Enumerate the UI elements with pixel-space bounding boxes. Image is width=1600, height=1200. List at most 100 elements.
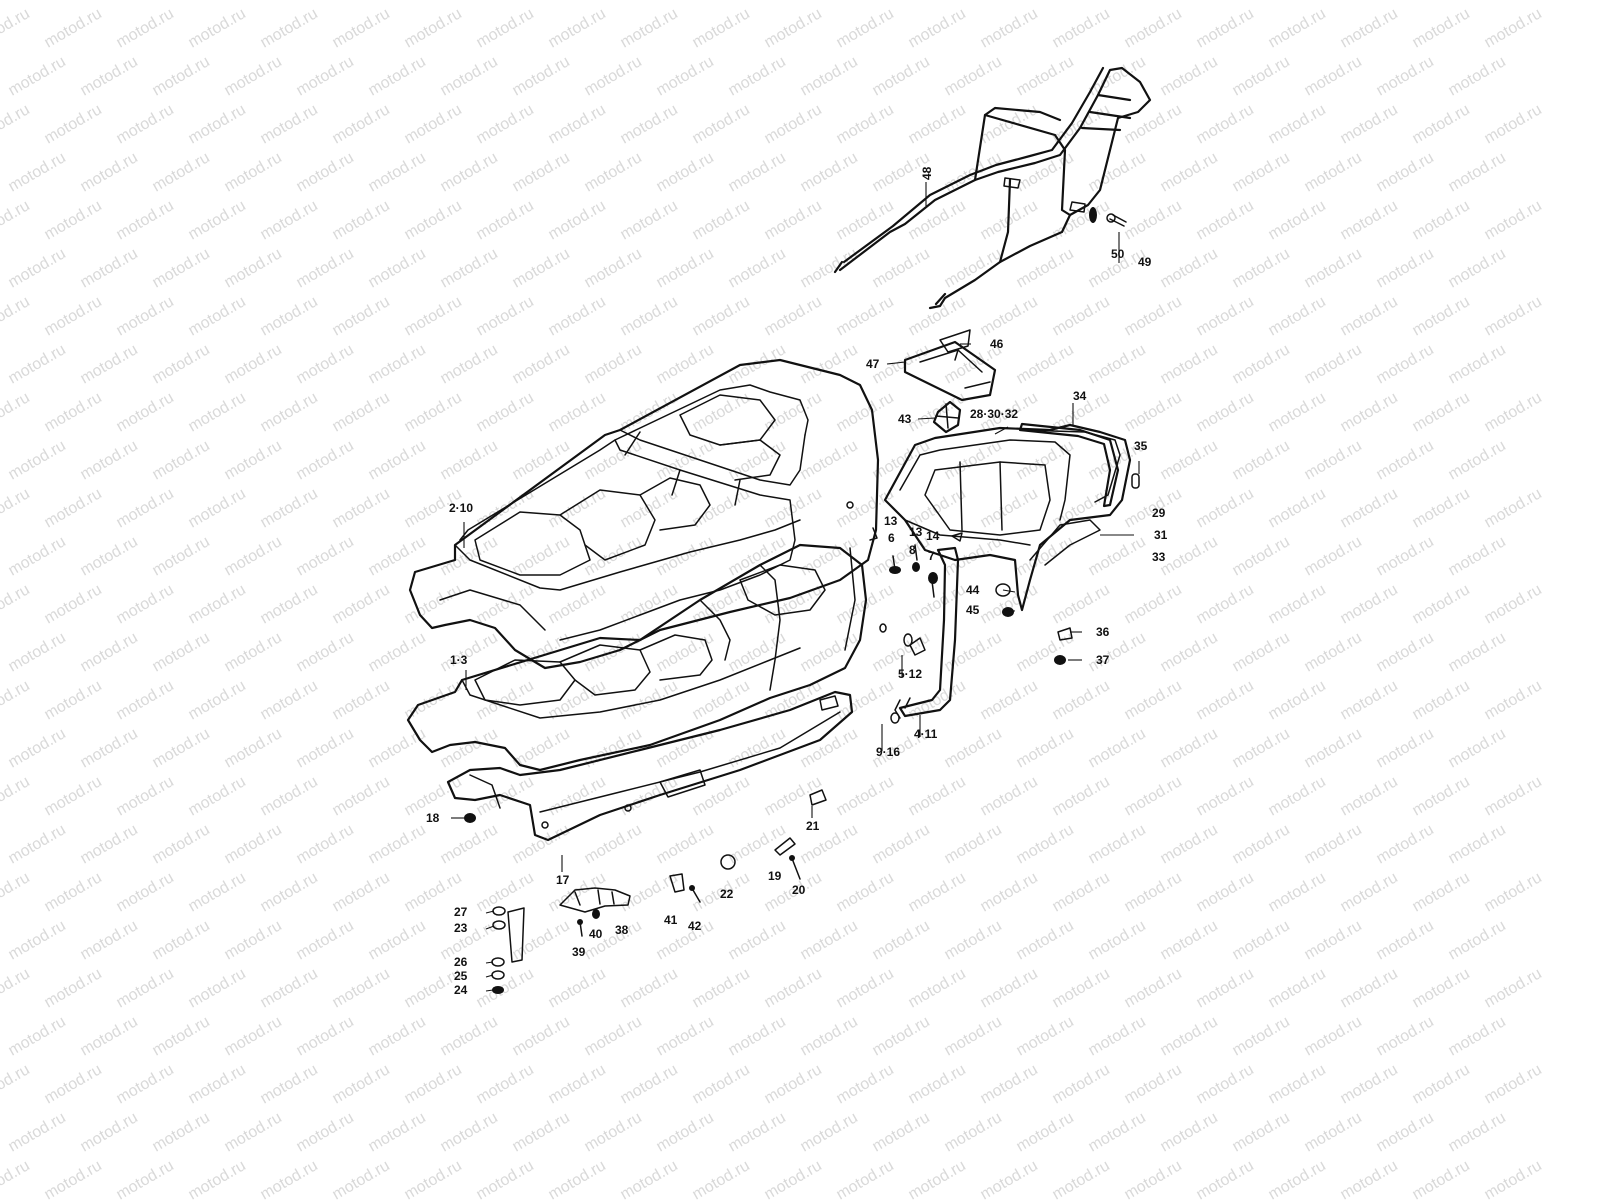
watermark-text: motod.ru (1374, 149, 1437, 195)
watermark-text: motod.ru (1086, 821, 1149, 867)
watermark-text: motod.ru (42, 677, 105, 723)
watermark-text: motod.ru (258, 965, 321, 1011)
watermark-text: motod.ru (222, 821, 285, 867)
watermark-text: motod.ru (0, 773, 33, 819)
watermark-text: motod.ru (366, 917, 429, 963)
watermark-text: motod.ru (582, 245, 645, 291)
watermark-text: motod.ru (1410, 581, 1473, 627)
watermark-text: motod.ru (1158, 341, 1221, 387)
watermark-text: motod.ru (114, 389, 177, 435)
watermark-text: motod.ru (258, 677, 321, 723)
watermark-text: motod.ru (0, 5, 33, 51)
callout-2-10: 2·10 (449, 501, 473, 515)
watermark-text: motod.ru (1266, 677, 1329, 723)
callout-34: 34 (1073, 389, 1087, 403)
watermark-text: motod.ru (42, 581, 105, 627)
trim-strip-part (1018, 422, 1120, 508)
watermark-text: motod.ru (1050, 1061, 1113, 1107)
watermark-text: motod.ru (510, 821, 573, 867)
watermark-text: motod.ru (1266, 485, 1329, 531)
watermark-text: motod.ru (906, 773, 969, 819)
watermark-text: motod.ru (762, 965, 825, 1011)
watermark-text: motod.ru (1014, 245, 1077, 291)
watermark-text: motod.ru (1446, 341, 1509, 387)
watermark-text: motod.ru (1158, 629, 1221, 675)
watermark-text: motod.ru (1230, 533, 1293, 579)
watermark-text: motod.ru (1374, 341, 1437, 387)
watermark-text: motod.ru (870, 0, 933, 3)
watermark-text: motod.ru (474, 965, 537, 1011)
watermark-text: motod.ru (150, 149, 213, 195)
watermark-text: motod.ru (1302, 917, 1365, 963)
callout-27: 27 (454, 905, 468, 919)
watermark-text: motod.ru (1338, 5, 1401, 51)
watermark-text: motod.ru (870, 917, 933, 963)
watermark-text: motod.ru (474, 101, 537, 147)
watermark-text: motod.ru (762, 1061, 825, 1107)
watermark-text: motod.ru (6, 1109, 69, 1155)
watermark-text: motod.ru (978, 677, 1041, 723)
watermark-text: motod.ru (0, 869, 33, 915)
watermark-text: motod.ru (762, 773, 825, 819)
watermark-text: motod.ru (1014, 725, 1077, 771)
watermark-text: motod.ru (1086, 53, 1149, 99)
watermark-text: motod.ru (114, 965, 177, 1011)
watermark-text: motod.ru (654, 341, 717, 387)
watermark-text: motod.ru (510, 437, 573, 483)
watermark-text: motod.ru (762, 293, 825, 339)
watermark-text: motod.ru (1374, 1013, 1437, 1059)
watermark-text: motod.ru (654, 245, 717, 291)
watermark-text: motod.ru (150, 0, 213, 3)
watermark-text: motod.ru (1338, 1157, 1401, 1200)
watermark-text: motod.ru (942, 0, 1005, 3)
watermark-text: motod.ru (1338, 101, 1401, 147)
watermark-text: motod.ru (42, 485, 105, 531)
watermark-text: motod.ru (330, 677, 393, 723)
watermark-text: motod.ru (6, 629, 69, 675)
watermark-text: motod.ru (114, 1157, 177, 1200)
watermark-text: motod.ru (798, 437, 861, 483)
watermark-text: motod.ru (1446, 629, 1509, 675)
watermark-text: motod.ru (1410, 101, 1473, 147)
watermark-text: motod.ru (1230, 629, 1293, 675)
watermark-text: motod.ru (438, 0, 501, 3)
watermark-text: motod.ru (1446, 149, 1509, 195)
watermark-text: motod.ru (0, 485, 33, 531)
watermark-text: motod.ru (618, 293, 681, 339)
watermark-text: motod.ru (1158, 53, 1221, 99)
luggage-rack-part (833, 66, 1152, 310)
watermark-text: motod.ru (0, 581, 33, 627)
watermark-text: motod.ru (762, 197, 825, 243)
watermark-text: motod.ru (618, 965, 681, 1011)
watermark-text: motod.ru (258, 581, 321, 627)
watermark-text: motod.ru (1194, 1061, 1257, 1107)
watermark-text: motod.ru (834, 1157, 897, 1200)
watermark-text: motod.ru (150, 53, 213, 99)
watermark-text: motod.ru (510, 917, 573, 963)
watermark-text: motod.ru (1014, 0, 1077, 3)
watermark-text: motod.ru (1086, 725, 1149, 771)
watermark-text: motod.ru (1410, 869, 1473, 915)
watermark-text: motod.ru (1374, 245, 1437, 291)
watermark-text: motod.ru (402, 101, 465, 147)
watermark-text: motod.ru (438, 725, 501, 771)
watermark-text: motod.ru (1194, 5, 1257, 51)
grommet-part (1131, 473, 1140, 489)
watermark-text: motod.ru (222, 725, 285, 771)
watermark-text: motod.ru (150, 821, 213, 867)
watermark-text: motod.ru (1446, 0, 1509, 3)
watermark-text: motod.ru (366, 53, 429, 99)
watermark-text: motod.ru (1014, 821, 1077, 867)
callout-13-b: 13 (909, 525, 923, 539)
watermark-text: motod.ru (222, 437, 285, 483)
watermark-text: motod.ru (906, 869, 969, 915)
watermark-text: motod.ru (1050, 5, 1113, 51)
watermark-text: motod.ru (1158, 437, 1221, 483)
callout-50: 50 (1111, 247, 1125, 261)
watermark-text: motod.ru (114, 869, 177, 915)
watermark-text: motod.ru (78, 437, 141, 483)
watermark-text: motod.ru (942, 725, 1005, 771)
watermark-text: motod.ru (6, 437, 69, 483)
watermark-text: motod.ru (942, 917, 1005, 963)
watermark-text: motod.ru (1086, 1013, 1149, 1059)
